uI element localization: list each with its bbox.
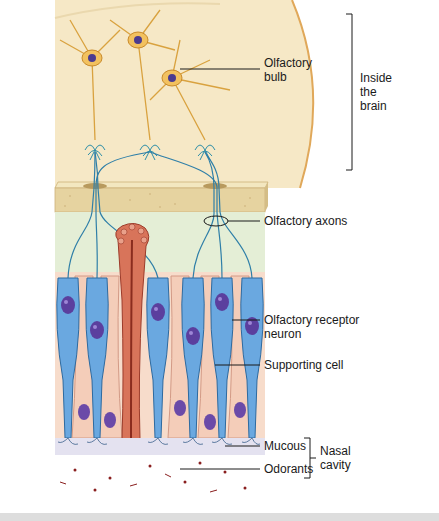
bracket-tick (310, 458, 316, 459)
cilia (58, 438, 260, 444)
part-label: Mucous (264, 439, 324, 453)
bulb-tissue (55, 0, 313, 188)
nucleus-highlights (64, 297, 252, 335)
lamina-propria (55, 212, 265, 274)
region-label: Nasal cavity (320, 444, 365, 472)
mitral-processes (60, 10, 230, 140)
plate-top (55, 182, 268, 188)
odorant-dashes (60, 474, 217, 492)
part-label: Olfactory bulb (264, 56, 324, 84)
plate-side (265, 182, 268, 212)
bottom-bar (0, 513, 439, 521)
mitral-cells (82, 32, 182, 86)
supporting-cells (72, 276, 252, 438)
part-label: Olfactory axons (264, 214, 394, 228)
part-label: Olfactory receptor neuron (264, 313, 379, 341)
plate-hole (203, 183, 227, 189)
part-label: Supporting cell (264, 358, 394, 372)
receptor-nuclei (61, 293, 259, 345)
region-label: Inside the brain (360, 71, 402, 113)
axon-fibers (68, 152, 252, 278)
odorant-molecules (74, 462, 247, 492)
leader-lines (180, 69, 260, 469)
plate-hole (83, 183, 107, 189)
bulb-fold (55, 3, 220, 18)
gland-cells (118, 224, 147, 244)
epithelium (55, 272, 265, 440)
mucus-layer (55, 438, 265, 455)
brain-bracket (346, 14, 352, 170)
gland-duct (116, 223, 149, 440)
part-label: Odorants (264, 462, 324, 476)
bulb-edge (292, 0, 313, 188)
duct-lumen (131, 240, 132, 440)
cribriform-plate (55, 188, 265, 212)
receptor-cells (57, 278, 263, 438)
